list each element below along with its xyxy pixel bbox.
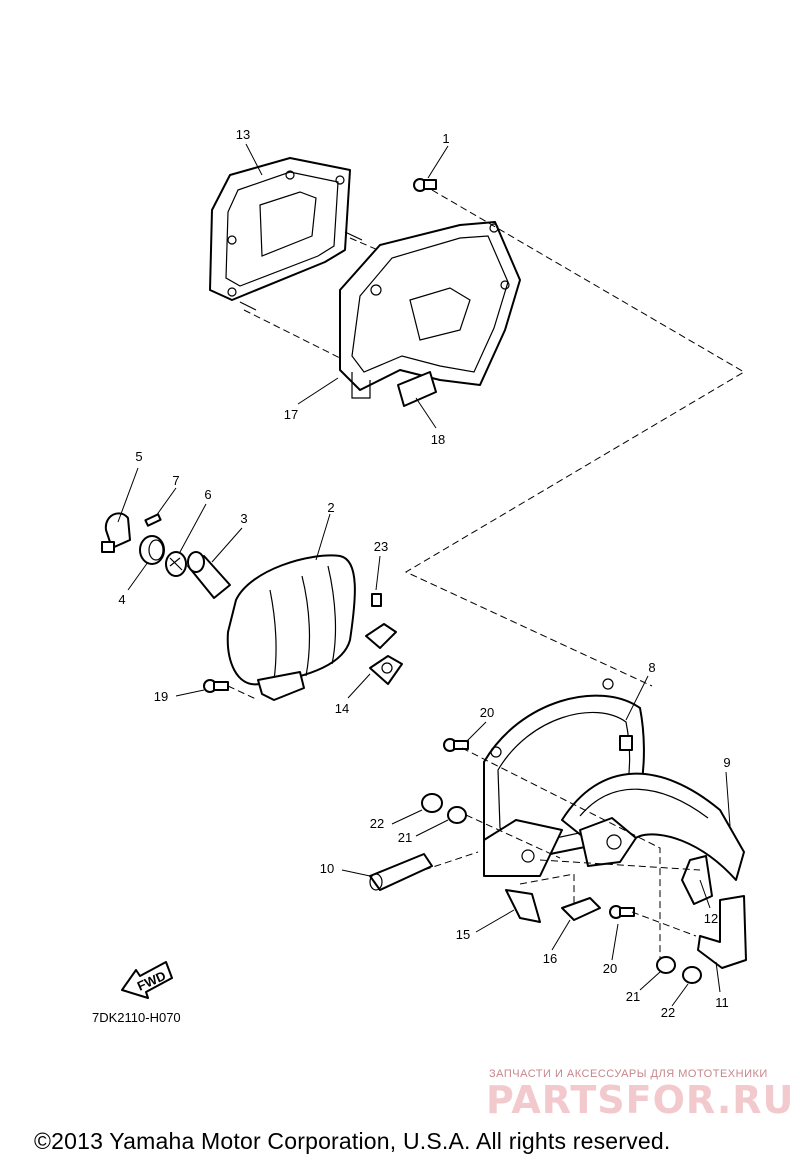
callout-3: 3 [240,511,247,526]
bolt-20a [443,738,469,752]
callout-23: 23 [374,539,388,554]
callout-14: 14 [335,701,349,716]
callout-18: 18 [431,432,445,447]
plate-12 [681,855,713,905]
copyright-notice: ©2013 Yamaha Motor Corporation, U.S.A. A… [34,1128,671,1154]
pipe-10 [369,853,433,891]
assembly-lines [227,189,745,960]
callout-numbers: 1 2 3 4 5 6 7 8 9 10 11 12 13 14 15 16 1… [118,127,730,1020]
screen-6 [165,551,187,577]
callout-8: 8 [648,660,655,675]
air-filter-case-17 [339,221,521,399]
bolt-20b [609,905,635,919]
callout-20b: 20 [603,961,617,976]
grommet-22a [421,793,443,813]
bolt-19 [203,679,229,693]
gasket-14 [365,623,403,685]
callout-20a: 20 [480,705,494,720]
callout-11: 11 [715,995,729,1010]
bracket-11 [697,895,747,969]
air-filter-cover-13 [209,157,363,311]
callout-6: 6 [204,487,211,502]
joint-3 [187,551,231,599]
callout-5: 5 [135,449,142,464]
callout-21b: 21 [626,989,640,1004]
watermark-tagline: ЗАПЧАСТИ И АКСЕССУАРЫ ДЛЯ МОТОТЕХНИКИ [489,1068,768,1080]
callout-9: 9 [723,755,730,770]
silencer-2 [226,554,356,701]
plate-15 [505,889,541,923]
callout-17: 17 [284,407,298,422]
plug-18 [397,371,437,407]
leader-lines [117,143,731,1007]
callout-7: 7 [172,473,179,488]
bolt-23 [371,593,382,607]
duct-9 [561,772,745,881]
callout-1: 1 [442,131,449,146]
screw-1 [413,178,437,192]
callout-22b: 22 [661,1005,675,1020]
collar-21a [447,806,467,824]
diagram-code: 7DK2110-H070 [92,1010,181,1025]
callout-15: 15 [456,927,470,942]
callout-4: 4 [118,592,125,607]
clamp-5 [101,512,131,553]
callout-22a: 22 [370,816,384,831]
callout-21a: 21 [398,830,412,845]
screw-7 [144,513,162,527]
collar-21b [656,956,676,974]
callout-10: 10 [320,861,334,876]
callout-13: 13 [236,127,250,142]
clip-16 [561,897,601,921]
grommet-22b [682,966,702,984]
cap-4 [139,535,165,565]
callout-16: 16 [543,951,557,966]
callout-12: 12 [704,911,718,926]
fwd-arrow: FWD [121,961,173,999]
callout-2: 2 [327,500,334,515]
watermark-brand: PARTSFOR.RU [486,1078,795,1122]
callout-19: 19 [154,689,168,704]
